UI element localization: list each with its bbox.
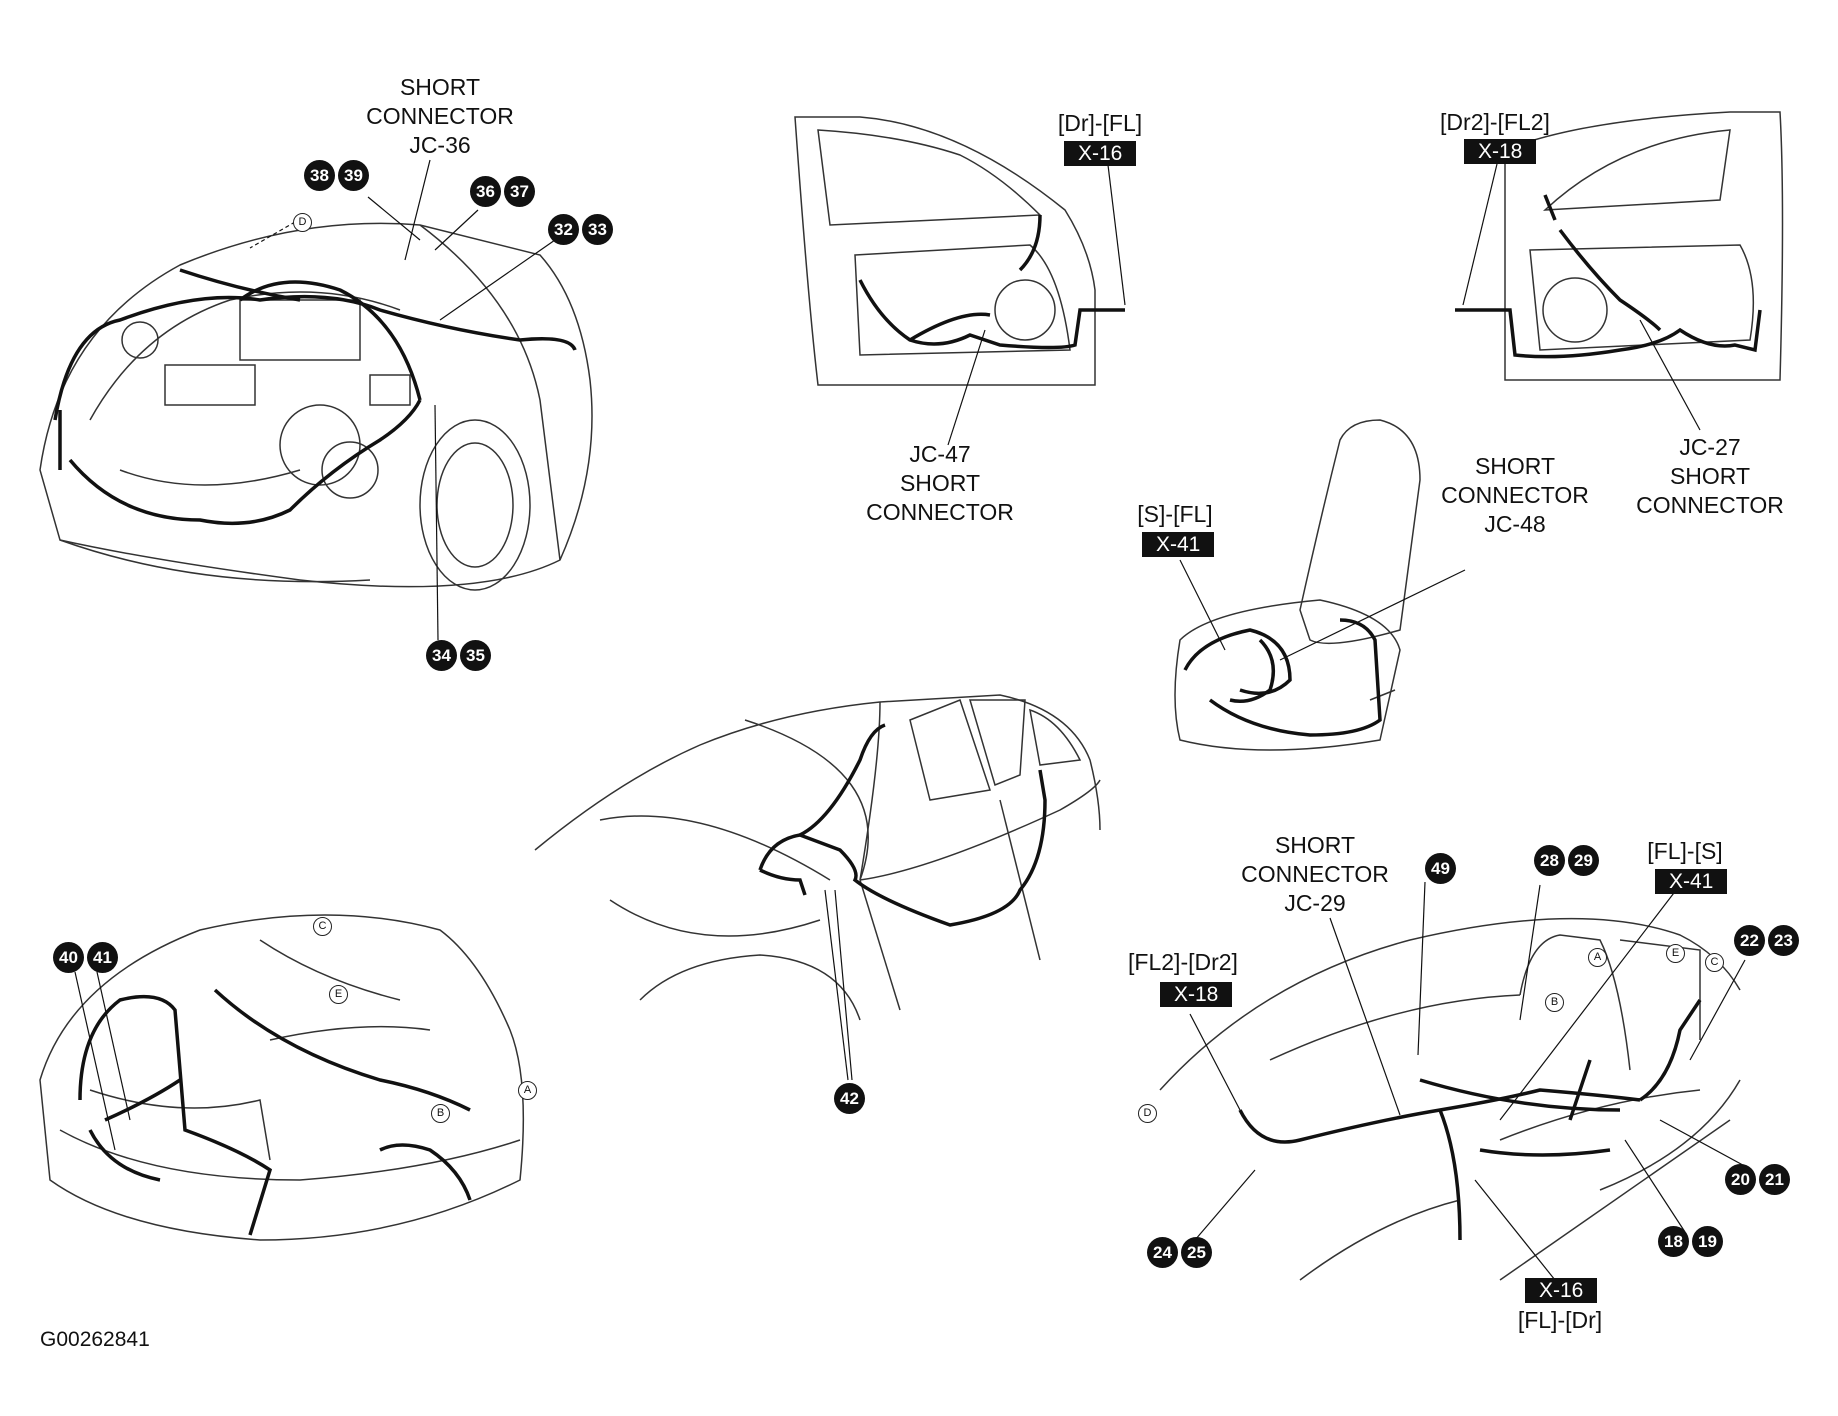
floor-left-connector-name: [FL2]-[Dr2] <box>1128 949 1238 975</box>
marker: 35 <box>460 640 491 671</box>
label-line: SHORT <box>1274 832 1356 858</box>
callout-a: A <box>1588 948 1607 967</box>
label-line: CONNECTOR <box>366 103 514 129</box>
seat-connector-code: X-41 <box>1142 532 1215 557</box>
floor-bottom-connector-name: [FL]-[Dr] <box>1517 1307 1603 1333</box>
callout-d: D <box>293 213 312 232</box>
label-line: JC-27 <box>1679 434 1741 460</box>
floor-left-connector-code: X-18 <box>1160 982 1233 1007</box>
marker: 23 <box>1768 925 1799 956</box>
marker: 33 <box>582 214 613 245</box>
marker: 24 <box>1147 1237 1178 1268</box>
callout-e: E <box>329 985 348 1004</box>
marker: 19 <box>1692 1226 1723 1257</box>
marker: 40 <box>53 942 84 973</box>
callout-c: C <box>1705 953 1724 972</box>
rear-door-connector-name: [Dr2]-[FL2] <box>1440 109 1550 135</box>
marker: 34 <box>426 640 457 671</box>
rear-door-drawing <box>1504 111 1784 381</box>
floor-short-connector-label: SHORT CONNECTOR JC-29 <box>1230 831 1400 918</box>
label-line: JC-29 <box>1284 890 1346 916</box>
marker: 39 <box>338 160 369 191</box>
label-line: CONNECTOR <box>1241 861 1389 887</box>
floor-right-connector-code: X-41 <box>1655 869 1728 894</box>
floor-bottom-connector-code: X-16 <box>1525 1278 1598 1303</box>
label-line: SHORT <box>1474 453 1556 479</box>
engine-bay-harness <box>53 268 577 526</box>
callout-a: A <box>518 1081 537 1100</box>
label-line: JC-47 <box>909 441 971 467</box>
marker: 21 <box>1759 1164 1790 1195</box>
side-view-harness <box>758 723 1047 927</box>
marker: 49 <box>1425 853 1456 884</box>
label-line: CONNECTOR <box>866 499 1014 525</box>
floor-harness <box>1238 999 1702 1241</box>
marker: 29 <box>1568 845 1599 876</box>
marker: 37 <box>504 176 535 207</box>
callout-b: B <box>431 1104 450 1123</box>
marker: 28 <box>1534 845 1565 876</box>
figure-code: G00262841 <box>40 1328 150 1351</box>
callout-e: E <box>1666 944 1685 963</box>
driver-door-connector-code: X-16 <box>1064 141 1137 166</box>
marker: 20 <box>1725 1164 1756 1195</box>
label-line: CONNECTOR <box>1441 482 1589 508</box>
marker: 22 <box>1734 925 1765 956</box>
marker: 25 <box>1181 1237 1212 1268</box>
driver-door-harness <box>858 214 1125 350</box>
seat-connector-name: [S]-[FL] <box>1137 501 1213 527</box>
label-line: JC-36 <box>409 132 471 158</box>
label-line: SHORT <box>899 470 981 496</box>
label-line: SHORT <box>1669 463 1751 489</box>
rear-trunk-harness <box>78 988 472 1236</box>
marker: 38 <box>304 160 335 191</box>
marker: 42 <box>834 1083 865 1114</box>
seat-short-connector-label: SHORT CONNECTOR JC-48 <box>1430 452 1600 539</box>
label-line: JC-48 <box>1484 511 1546 537</box>
engine-bay-drawing <box>39 222 593 591</box>
seat-harness <box>1183 618 1382 737</box>
floor-right-connector-name: [FL]-[S] <box>1647 838 1723 864</box>
driver-door-connector-name: [Dr]-[FL] <box>1057 110 1143 136</box>
rear-door-connector-code: X-18 <box>1464 139 1537 164</box>
callout-b: B <box>1545 993 1564 1012</box>
label-line: CONNECTOR <box>1636 492 1784 518</box>
callout-d: D <box>1138 1104 1157 1123</box>
engine-short-connector-label: SHORT CONNECTOR JC-36 <box>355 73 525 160</box>
rear-door-harness <box>1455 194 1762 359</box>
marker: 18 <box>1658 1226 1689 1257</box>
marker: 32 <box>548 214 579 245</box>
callout-c: C <box>313 917 332 936</box>
floor-drawing <box>1159 917 1741 1281</box>
label-line: SHORT <box>399 74 481 100</box>
marker: 36 <box>470 176 501 207</box>
engine-leader-lines <box>249 159 556 641</box>
driver-door-short-connector-label: JC-47 SHORT CONNECTOR <box>855 440 1025 527</box>
rear-door-short-connector-label: JC-27 SHORT CONNECTOR <box>1625 433 1795 520</box>
side-view-drawing <box>534 694 1101 1021</box>
marker: 41 <box>87 942 118 973</box>
